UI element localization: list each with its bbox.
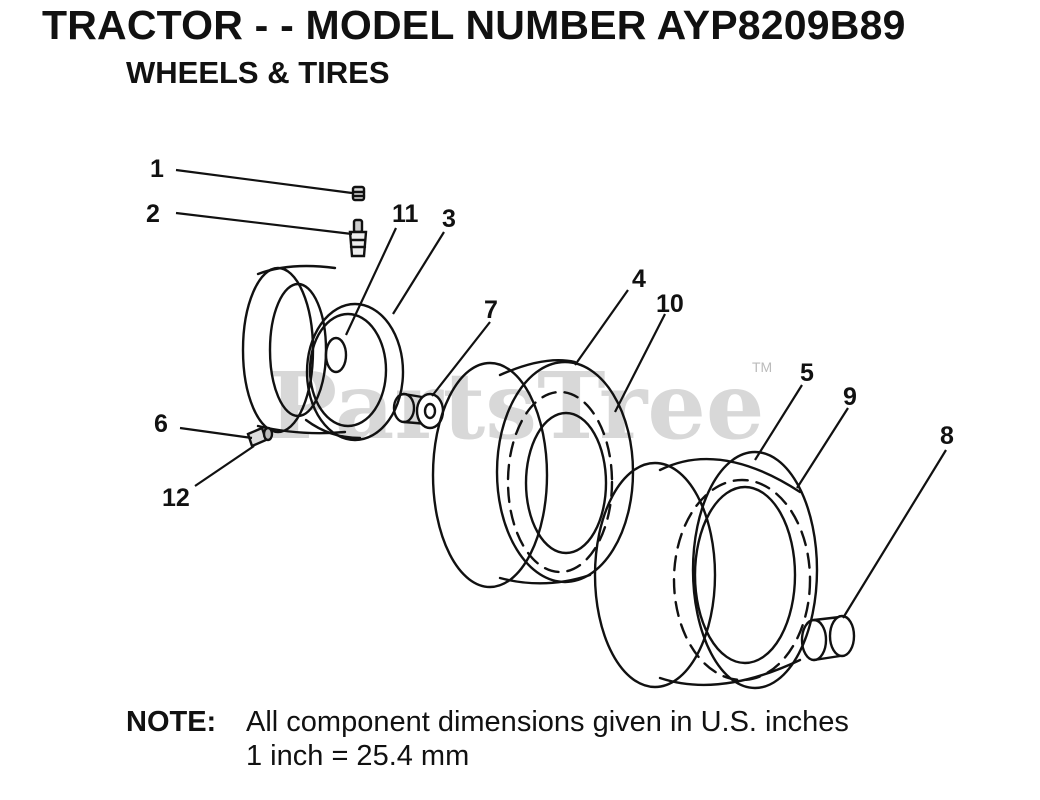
page-title: TRACTOR - - MODEL NUMBER AYP8209B89 [42, 2, 906, 48]
hub-cap [800, 614, 856, 662]
grease-fitting [246, 426, 274, 448]
callout-12: 12 [162, 484, 190, 512]
rear-tire [593, 450, 819, 690]
note-block: NOTE: All component dimensions given in U… [126, 706, 849, 772]
callout-4: 4 [632, 265, 646, 293]
wheel-rim [241, 264, 405, 442]
note-line-2: 1 inch = 25.4 mm [246, 740, 470, 772]
callout-1: 1 [150, 155, 164, 183]
callout-8: 8 [940, 422, 954, 450]
callout-2: 2 [146, 200, 160, 228]
callout-10: 10 [656, 290, 684, 318]
page-subtitle: WHEELS & TIRES [126, 55, 390, 90]
bushing [392, 392, 445, 430]
callout-11: 11 [392, 200, 419, 228]
front-tire [431, 359, 635, 589]
valve-stem [348, 218, 368, 258]
watermark: PartsTree [268, 352, 764, 460]
callout-9: 9 [843, 383, 857, 411]
watermark-trademark: TM [752, 359, 772, 375]
callout-7: 7 [484, 296, 498, 324]
callout-5: 5 [800, 359, 814, 387]
callout-3: 3 [442, 205, 456, 233]
callout-6: 6 [154, 410, 168, 438]
note-line-1: All component dimensions given in U.S. i… [246, 706, 849, 738]
note-label: NOTE: [126, 706, 217, 738]
leader-lines [175, 168, 947, 619]
valve-cap [351, 185, 366, 202]
